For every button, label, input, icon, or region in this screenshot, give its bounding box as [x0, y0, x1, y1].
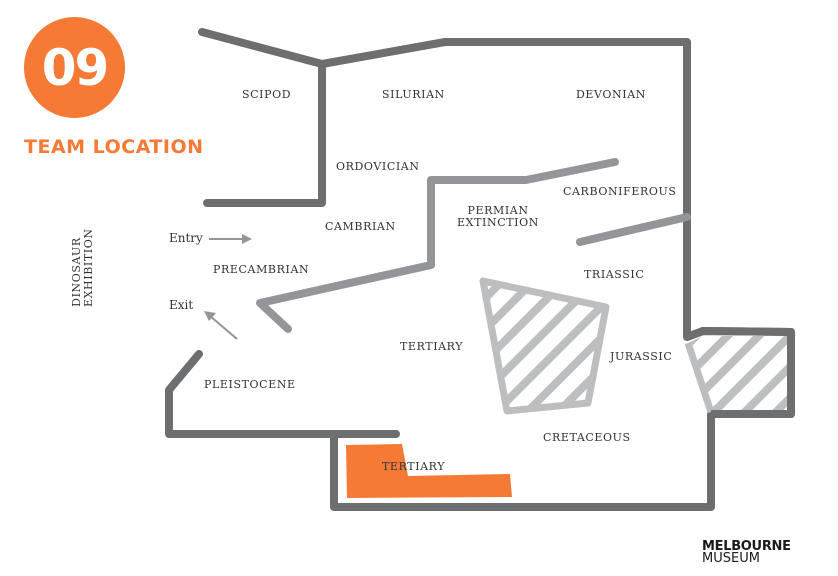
entry-arrow-icon	[209, 234, 252, 244]
zone-carboniferous: CARBONIFEROUS	[563, 185, 677, 198]
side-label-line2: EXHIBITION	[82, 228, 95, 307]
inner-walls	[256, 158, 691, 333]
zone-devonian: DEVONIAN	[576, 88, 646, 101]
team-location-highlight	[346, 444, 512, 498]
logo-line1: MELBOURNE	[702, 539, 791, 554]
hatched-exhibit-right	[688, 336, 790, 412]
zone-triassic: TRIASSIC	[584, 268, 645, 281]
melbourne-museum-logo: MELBOURNE MUSEUM	[702, 539, 791, 566]
permian-line1: PERMIAN	[467, 204, 529, 217]
zone-permian-extinction: PERMIAN EXTINCTION	[456, 205, 540, 229]
exit-label: Exit	[169, 298, 194, 312]
team-number-badge: 09	[24, 17, 125, 118]
exit-arrow-icon	[204, 311, 238, 340]
zone-jurassic: JURASSIC	[610, 350, 673, 363]
zone-cretaceous: CRETACEOUS	[543, 431, 631, 444]
zone-silurian: SILURIAN	[382, 88, 445, 101]
side-label-dinosaur-exhibition: DINOSAUR EXHIBITION	[70, 228, 95, 307]
team-number: 09	[41, 38, 110, 97]
zone-tertiary-team: TERTIARY	[382, 460, 446, 473]
zone-scipod: SCIPOD	[242, 88, 292, 101]
zone-cambrian: CAMBRIAN	[325, 220, 396, 233]
zone-tertiary: TERTIARY	[400, 340, 464, 353]
entry-label: Entry	[169, 231, 203, 245]
zone-pleistocene: PLEISTOCENE	[204, 378, 296, 391]
permian-line2: EXTINCTION	[457, 216, 539, 229]
zone-ordovician: ORDOVICIAN	[336, 160, 420, 173]
zone-precambrian: PRECAMBRIAN	[213, 263, 310, 276]
logo-line2: MUSEUM	[702, 551, 760, 566]
hatched-exhibit-center	[479, 277, 610, 415]
page-title: TEAM LOCATION	[24, 136, 204, 158]
